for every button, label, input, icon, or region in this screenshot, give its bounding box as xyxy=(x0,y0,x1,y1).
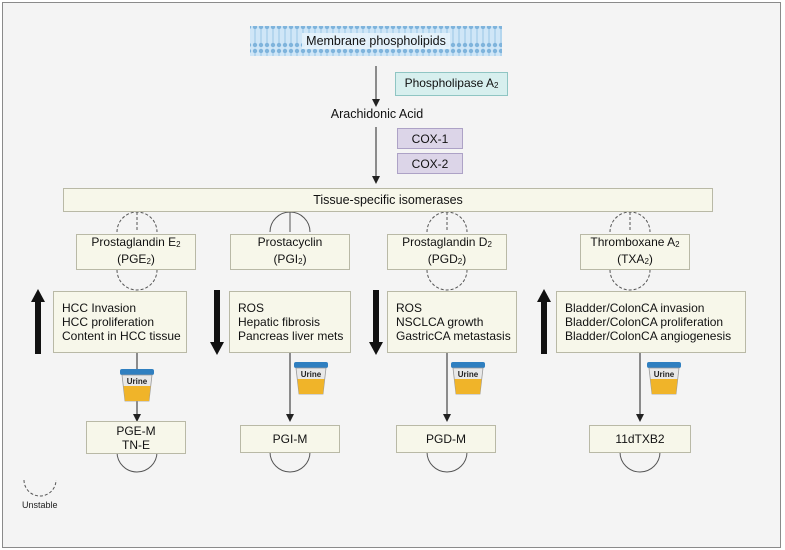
urine-label: Urine xyxy=(300,370,322,379)
prostanoid-abbr-sub: 2 xyxy=(146,257,151,266)
metabolite-label: PGE-M xyxy=(116,423,156,438)
arc-bottom-pgd2 xyxy=(426,269,468,291)
arc-bottom-pgim xyxy=(269,451,311,473)
effect-item: Bladder/ColonCA angiogenesis xyxy=(565,329,732,343)
effect-item: GastricCA metastasis xyxy=(396,329,511,343)
legend-unstable-arc-icon xyxy=(23,479,57,497)
effects-box-txa2: Bladder/ColonCA invasion Bladder/ColonCA… xyxy=(556,291,746,353)
prostanoid-name-sub: 2 xyxy=(487,240,492,249)
effect-item: NSCLCA growth xyxy=(396,315,484,329)
arc-bottom-txa2 xyxy=(609,269,651,291)
arc-top-pgi2 xyxy=(269,211,311,233)
prostanoid-name: Prostaglandin D xyxy=(402,235,488,249)
metabolite-label: TN-E xyxy=(122,437,150,452)
effects-box-pge2: HCC Invasion HCC proliferation Content i… xyxy=(53,291,187,353)
urine-cup-icon xyxy=(294,362,328,395)
metabolite-label: PGI-M xyxy=(272,432,308,446)
phospholipase-label: Phospholipase A xyxy=(404,75,494,90)
effect-item: HCC proliferation xyxy=(62,315,155,329)
membrane-label: Membrane phospholipids xyxy=(250,26,502,56)
prostanoid-box-txa2: Thromboxane A2 (TXA2) xyxy=(580,234,690,270)
prostanoid-name-sub: 2 xyxy=(176,240,181,249)
prostanoid-box-pgd2: Prostaglandin D2 (PGD2) xyxy=(387,234,507,270)
legend-unstable-label: Unstable xyxy=(22,500,58,510)
prostanoid-abbr-end: ) xyxy=(302,252,307,266)
phospholipase-sub: 2 xyxy=(493,80,499,90)
effect-item: ROS xyxy=(238,301,265,315)
arc-top-txa2 xyxy=(609,211,651,233)
prostanoid-name: Prostaglandin E xyxy=(91,235,177,249)
prostanoid-abbr-end: ) xyxy=(150,252,155,266)
arc-bottom-txbm xyxy=(619,451,661,473)
urine-label: Urine xyxy=(653,370,675,379)
metabolite-box-pgd: PGD-M xyxy=(396,425,496,453)
effect-item: Pancreas liver mets xyxy=(238,329,344,343)
arc-bottom-pge2 xyxy=(116,269,158,291)
prostanoid-abbr-end: ) xyxy=(462,252,467,266)
metabolite-box-pge: PGE-M TN-E xyxy=(86,421,186,454)
prostanoid-abbr-sub: 2 xyxy=(457,257,463,266)
cox2-box: COX-2 xyxy=(397,153,463,174)
prostanoid-abbr: (TXA xyxy=(617,252,645,266)
effect-item: HCC Invasion xyxy=(62,301,137,315)
urine-cup-icon xyxy=(120,369,154,402)
effect-item: Bladder/ColonCA proliferation xyxy=(565,315,724,329)
prostanoid-name: Thromboxane A xyxy=(590,235,676,249)
cox1-box: COX-1 xyxy=(397,128,463,149)
metabolite-box-txb: 11dTXB2 xyxy=(589,425,691,453)
trend-up-arrow-txa2 xyxy=(537,289,551,354)
prostanoid-abbr: (PGE xyxy=(117,252,147,266)
isomerases-bar: Tissue-specific isomerases xyxy=(63,188,713,212)
effects-box-pgi2: ROS Hepatic fibrosis Pancreas liver mets xyxy=(229,291,351,353)
urine-label: Urine xyxy=(457,370,479,379)
prostanoid-abbr-sub: 2 xyxy=(644,257,649,266)
phospholipase-box: Phospholipase A2 xyxy=(395,72,508,96)
effect-item: Hepatic fibrosis xyxy=(238,315,321,329)
arc-bottom-pgdm xyxy=(426,451,468,473)
arachidonic-acid-label: Arachidonic Acid xyxy=(330,107,424,121)
effects-box-pgd2: ROS NSCLCA growth GastricCA metastasis xyxy=(387,291,517,353)
metabolite-box-pgi: PGI-M xyxy=(240,425,340,453)
urine-cup-icon xyxy=(451,362,485,395)
urine-cup-icon xyxy=(647,362,681,395)
effect-item: Bladder/ColonCA invasion xyxy=(565,301,705,315)
metabolite-label: 11dTXB2 xyxy=(615,432,665,446)
effect-item: Content in HCC tissue xyxy=(62,329,181,343)
prostanoid-abbr-end: ) xyxy=(648,252,653,266)
prostanoid-abbr: (PGI xyxy=(273,252,299,266)
arc-top-pgd2 xyxy=(426,211,468,233)
prostanoid-name-sub: 2 xyxy=(675,240,680,249)
arc-bottom-pgem xyxy=(116,451,158,473)
prostanoid-abbr-sub: 2 xyxy=(298,257,303,266)
metabolite-label: PGD-M xyxy=(426,432,466,446)
prostanoid-name: Prostacyclin xyxy=(257,235,323,249)
prostanoid-abbr: (PGD xyxy=(427,252,458,266)
effect-item: ROS xyxy=(396,301,423,315)
prostanoid-box-pgi2: Prostacyclin (PGI2) xyxy=(230,234,350,270)
urine-label: Urine xyxy=(126,377,148,386)
trend-up-arrow-pge2 xyxy=(31,289,45,354)
trend-down-arrow-pgd2 xyxy=(369,290,383,355)
arc-top-pge2 xyxy=(116,211,158,233)
trend-down-arrow-pgi2 xyxy=(210,290,224,355)
prostanoid-box-pge2: Prostaglandin E2 (PGE2) xyxy=(76,234,196,270)
